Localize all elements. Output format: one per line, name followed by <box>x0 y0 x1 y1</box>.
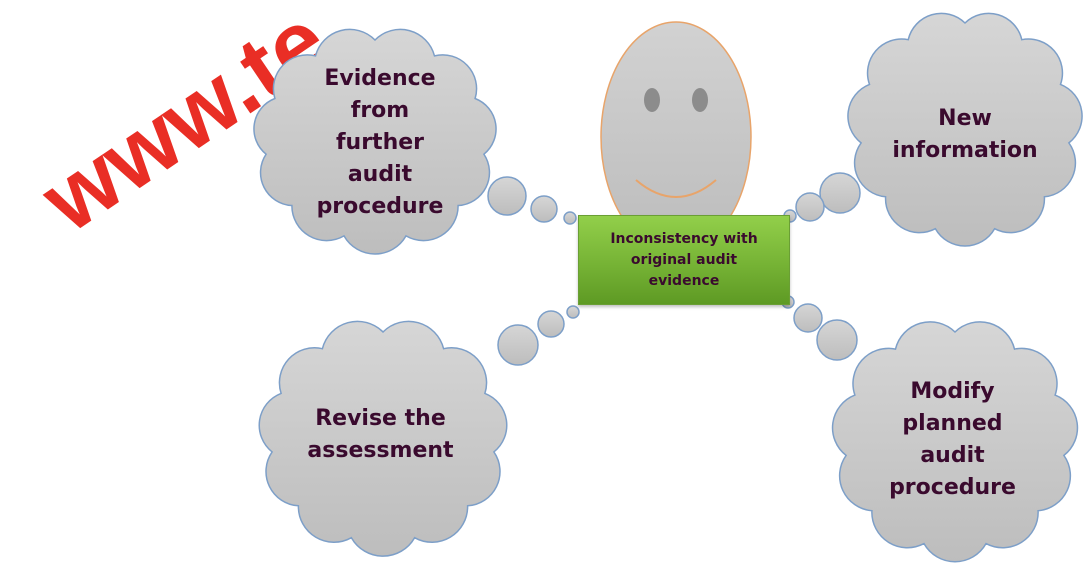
thought-dot <box>563 211 577 225</box>
thought-dot <box>793 303 823 333</box>
left-eye-icon <box>644 88 660 112</box>
cloud-shapes <box>253 12 1083 563</box>
smiley-face <box>600 21 752 253</box>
cloud-top-right-label: New information <box>892 106 1038 163</box>
cloud-top-left-label: Evidence from further audit procedure <box>316 65 444 219</box>
thought-dot <box>566 305 580 319</box>
cloud-bottom-right-label: Modify planned audit procedure <box>889 379 1016 500</box>
cloud-bottom-right <box>831 321 1079 563</box>
thought-dot <box>530 195 558 223</box>
thought-dot <box>795 192 825 222</box>
cloud-top-left <box>253 28 497 255</box>
center-box: Inconsistency with original audit eviden… <box>578 215 790 305</box>
thought-dot <box>487 176 527 216</box>
cloud-top-right <box>847 12 1083 247</box>
right-eye-icon <box>692 88 708 112</box>
cloud-bottom-left <box>258 320 508 557</box>
thought-dot <box>816 319 858 361</box>
thought-dot <box>537 310 565 338</box>
thought-dot <box>497 324 539 366</box>
smile-icon <box>635 179 717 198</box>
thought-bubble-dots <box>487 172 861 366</box>
cloud-bottom-left-label: Revise the assessment <box>307 406 454 463</box>
thought-dot <box>819 172 861 214</box>
